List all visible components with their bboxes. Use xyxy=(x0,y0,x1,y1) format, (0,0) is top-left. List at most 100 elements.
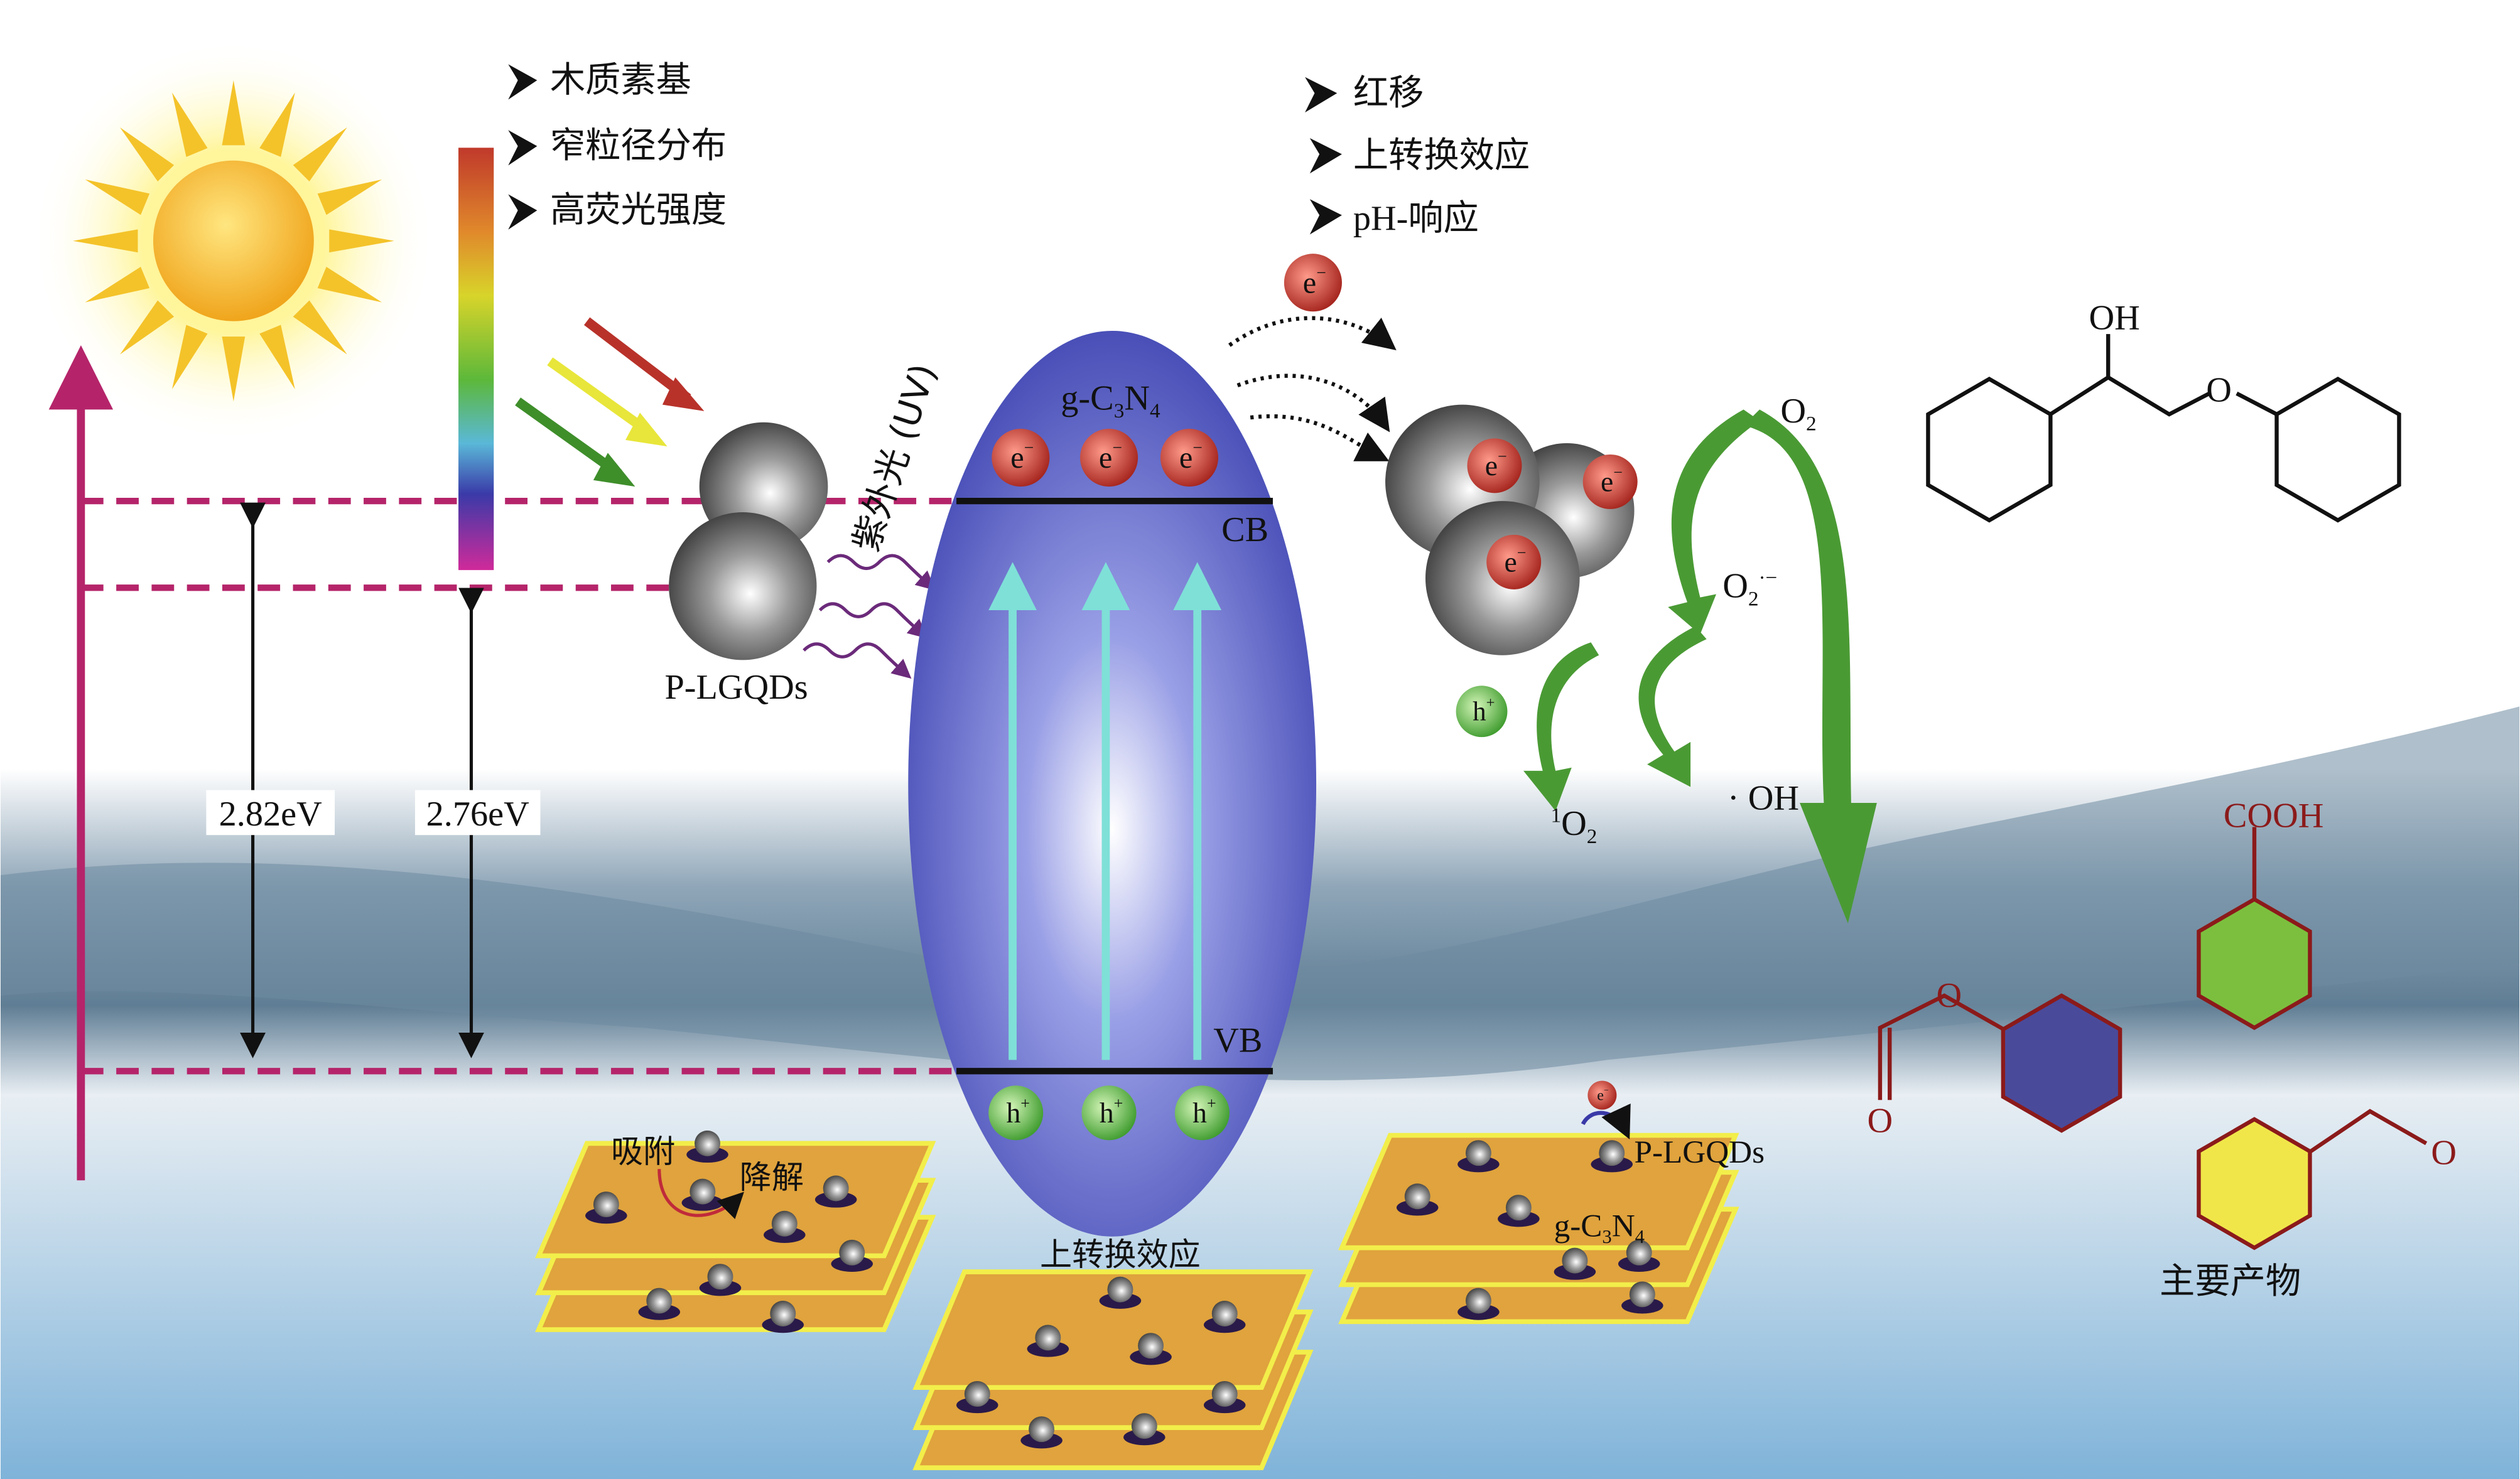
svg-text:e−: e− xyxy=(1597,1085,1609,1104)
product-o-label: O xyxy=(1936,976,1962,1015)
gcn-sheet-stacks xyxy=(535,1130,1739,1470)
plgqd-particle xyxy=(695,1130,720,1156)
plgqd-particle xyxy=(1465,1288,1491,1314)
uv-wavy-arrows xyxy=(803,554,936,679)
incident-light-arrows xyxy=(515,317,705,487)
bullet-item: 上转换效应 xyxy=(1353,135,1530,176)
bullet-item: 窄粒径分布 xyxy=(550,126,727,166)
bullet-item: 木质素基 xyxy=(550,60,691,100)
charge-transfer-arrow xyxy=(1581,1103,1631,1140)
sun-ray xyxy=(119,127,175,181)
degradation-label: 降解 xyxy=(740,1159,804,1197)
hole-particle: h+ xyxy=(1081,1085,1137,1141)
sun-ray xyxy=(317,267,382,303)
sun-ray xyxy=(85,267,150,303)
plgqd-particle xyxy=(593,1191,619,1218)
reactant-o-label: O xyxy=(2206,371,2232,410)
vb-holes: h+ h+ h+ xyxy=(988,1085,1230,1141)
product-o-label: O xyxy=(1867,1101,1893,1140)
water-wave xyxy=(0,706,2520,1080)
plgqd-particle xyxy=(707,1264,733,1290)
plgqd-particle xyxy=(1107,1276,1133,1303)
superoxide-label: O2·− xyxy=(1722,566,1777,610)
plgqd-particle xyxy=(1211,1380,1238,1407)
plgqd-particle xyxy=(1138,1333,1164,1359)
electron-particle: e− xyxy=(1160,429,1218,487)
sun-ray xyxy=(171,325,208,390)
sun-ray xyxy=(293,300,347,355)
plgqd-particle xyxy=(770,1301,796,1326)
o2-label: O2 xyxy=(1780,392,1816,436)
electron-particle: e− xyxy=(1486,534,1542,589)
benzaldehyde-ring xyxy=(2197,1117,2312,1250)
sun-ray xyxy=(222,80,246,146)
electron-particle: e− xyxy=(1079,429,1138,487)
plgqd-particle xyxy=(771,1210,798,1237)
plgqd-particle xyxy=(1029,1416,1055,1443)
svg-text:e−: e− xyxy=(1179,438,1203,475)
plgqd-sphere xyxy=(669,512,817,660)
cooh-label: COOH xyxy=(2224,796,2323,835)
adsorption-label: 吸附 xyxy=(611,1134,675,1171)
sun-ray xyxy=(85,179,150,215)
plgqd-particle xyxy=(1505,1195,1532,1221)
adsorption-arrow xyxy=(657,1169,744,1219)
sun-ray xyxy=(293,127,347,181)
spectrum-bar xyxy=(458,148,494,571)
bullet-arrow-icon xyxy=(1309,199,1342,235)
cb-electrons: e− e− e− xyxy=(992,429,1218,487)
cb-label: CB xyxy=(1221,510,1268,549)
bullet-arrow-icon xyxy=(508,64,538,100)
plgqd-particle xyxy=(1211,1301,1238,1326)
singlet-oxygen-label: 1O2 xyxy=(1551,804,1598,848)
electron-particle: e− xyxy=(1467,438,1522,493)
plgqd-particle xyxy=(1626,1239,1652,1266)
plgqd-particle xyxy=(1465,1140,1491,1166)
plgqd-particle xyxy=(823,1175,849,1202)
sun-ray xyxy=(259,92,295,157)
svg-text:e−: e− xyxy=(1504,544,1526,578)
sun-ray xyxy=(329,229,394,253)
bullet-arrow-icon xyxy=(1305,77,1338,113)
plgqd-particle xyxy=(964,1380,990,1407)
hole-particle: h+ xyxy=(1174,1085,1230,1141)
upconversion-label: 上转换效应 xyxy=(1040,1237,1201,1274)
plgqd-particle xyxy=(1404,1183,1430,1210)
sun-ray xyxy=(119,300,175,355)
svg-text:h+: h+ xyxy=(1006,1094,1030,1129)
gcn-label: g-C3N4 xyxy=(1061,379,1160,422)
electron-particle: e− xyxy=(992,429,1050,487)
svg-text:h+: h+ xyxy=(1100,1094,1123,1129)
bullet-arrow-icon xyxy=(1309,137,1342,174)
electron-particle: e− xyxy=(1284,254,1342,312)
right-bullet-list: 红移 上转换效应 pH-响应 xyxy=(1305,72,1530,238)
plgqd-particle xyxy=(1599,1140,1625,1166)
plgqds-label: P-LGQDs xyxy=(664,668,808,707)
sun-ray xyxy=(73,229,138,253)
benzoic-acid-ring xyxy=(2197,896,2312,1030)
svg-text:e−: e− xyxy=(1099,438,1122,475)
svg-text:e−: e− xyxy=(1303,262,1326,299)
sheet-plgqds-label: P-LGQDs xyxy=(1635,1134,1765,1170)
plgqd-particle xyxy=(1131,1413,1157,1439)
sun-ray xyxy=(222,336,246,402)
excitation-arrows xyxy=(988,562,1222,1060)
hole-particle: h+ xyxy=(988,1085,1044,1141)
cluster-electrons: e−e−e− xyxy=(1467,438,1638,589)
plgqd-particle xyxy=(646,1288,673,1314)
gap-label-plgqd: 2.76eV xyxy=(426,795,529,834)
plgqd-particle xyxy=(1035,1325,1061,1351)
vb-label: VB xyxy=(1213,1021,1262,1060)
free-hole: h+ xyxy=(1456,686,1508,738)
electron-particle: e− xyxy=(1587,1080,1617,1110)
sun-ray xyxy=(171,92,208,157)
sun-ray xyxy=(317,179,382,215)
main-products-label: 主要产物 xyxy=(2160,1261,2301,1301)
electron-transfer-arrows xyxy=(1228,316,1397,461)
bullet-item: pH-响应 xyxy=(1353,199,1479,238)
reaction-arrows xyxy=(1523,409,1877,923)
reactant-molecule xyxy=(1926,334,2401,523)
reactant-oh-label: OH xyxy=(2089,298,2139,337)
sheet-gcn-label: g-C3N4 xyxy=(1554,1208,1645,1247)
free-electron: e− xyxy=(1284,254,1342,312)
